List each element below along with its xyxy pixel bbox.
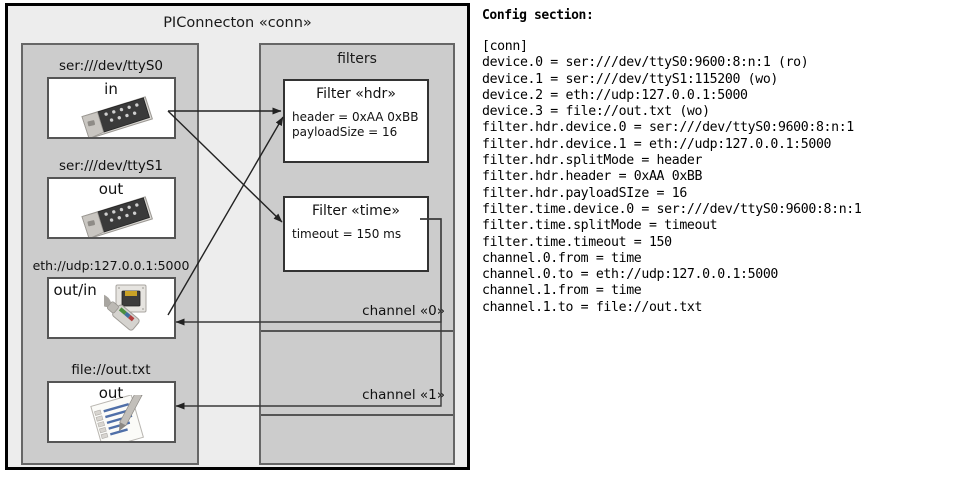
filter-property: payloadSize = 16 bbox=[292, 125, 398, 139]
config-lines: [conn]device.0 = ser:///dev/ttyS0:9600:8… bbox=[482, 39, 960, 316]
config-line: filter.hdr.payloadSIze = 16 bbox=[482, 185, 687, 201]
piconnecton-component-frame: PIConnecton «conn» ser:///dev/ttyS0 in bbox=[5, 3, 470, 470]
config-section: Config section: [conn]device.0 = ser:///… bbox=[482, 8, 960, 316]
config-line: filter.hdr.splitMode = header bbox=[482, 153, 703, 169]
channel-label-0: channel «0» bbox=[362, 303, 445, 319]
filter-property: timeout = 150 ms bbox=[292, 227, 402, 241]
serial-port-icon bbox=[80, 96, 153, 137]
device-label: ser:///dev/ttyS0 bbox=[59, 58, 163, 74]
device-box-ttyS0[interactable]: in bbox=[46, 77, 176, 139]
ethernet-jack-icon bbox=[103, 284, 146, 331]
config-line: [conn] bbox=[482, 39, 528, 54]
device-group-eth: eth://udp:127.0.0.1:5000 out/in bbox=[31, 257, 191, 339]
device-label: eth://udp:127.0.0.1:5000 bbox=[32, 258, 190, 273]
config-line: filter.time.timeout = 150 bbox=[482, 234, 672, 250]
filter-property: header = 0xAA 0xBB bbox=[292, 110, 419, 124]
device-group-ttyS1: ser:///dev/ttyS1 out bbox=[31, 157, 191, 239]
channel-separator-0 bbox=[261, 330, 453, 332]
filters-panel: filters Filter «hdr» header = 0xAA 0xBB … bbox=[259, 43, 455, 465]
device-direction-label: out bbox=[98, 180, 124, 198]
config-line: device.1 = ser:///dev/ttyS1:115200 (wo) bbox=[482, 71, 778, 87]
channel-separator-1 bbox=[261, 414, 453, 416]
config-line: channel.1.to = file://out.txt bbox=[482, 299, 703, 315]
device-group-ttyS0: ser:///dev/ttyS0 in bbox=[31, 57, 191, 139]
channel-label-1: channel «1» bbox=[362, 387, 445, 403]
device-box-ttyS1[interactable]: out bbox=[46, 177, 176, 239]
device-direction-label: out/in bbox=[53, 281, 97, 299]
component-title: PIConnecton «conn» bbox=[163, 15, 312, 31]
device-box-eth[interactable]: out/in bbox=[46, 277, 176, 339]
filter-properties: header = 0xAA 0xBB payloadSize = 16 bbox=[285, 102, 427, 147]
config-line: device.3 = file://out.txt (wo) bbox=[482, 104, 710, 120]
device-label: file://out.txt bbox=[71, 362, 151, 378]
filter-box-hdr[interactable]: Filter «hdr» header = 0xAA 0xBB payloadS… bbox=[283, 79, 429, 163]
filter-box-time[interactable]: Filter «time» timeout = 150 ms bbox=[283, 196, 429, 272]
filter-properties: timeout = 150 ms bbox=[285, 219, 427, 249]
device-direction-label: in bbox=[104, 80, 118, 98]
serial-port-icon bbox=[80, 196, 153, 237]
device-direction-label: out bbox=[98, 384, 124, 402]
filter-title: Filter «hdr» bbox=[316, 86, 396, 102]
config-line: filter.hdr.device.0 = ser:///dev/ttyS0:9… bbox=[482, 120, 854, 136]
device-label: ser:///dev/ttyS1 bbox=[59, 158, 163, 174]
config-line: channel.1.from = time bbox=[482, 283, 642, 299]
config-line: filter.hdr.header = 0xAA 0xBB bbox=[482, 169, 703, 185]
config-line: device.0 = ser:///dev/ttyS0:9600:8:n:1 (… bbox=[482, 55, 809, 71]
config-line: filter.time.device.0 = ser:///dev/ttyS0:… bbox=[482, 201, 862, 217]
filter-title: Filter «time» bbox=[312, 203, 400, 219]
devices-panel: ser:///dev/ttyS0 in bbox=[21, 43, 199, 465]
device-group-file: file://out.txt out bbox=[31, 361, 191, 443]
text-file-icon bbox=[89, 395, 144, 441]
config-heading: Config section: bbox=[482, 8, 594, 23]
config-line: filter.time.splitMode = timeout bbox=[482, 218, 718, 234]
filters-panel-title: filters bbox=[337, 51, 377, 67]
config-line: channel.0.from = time bbox=[482, 250, 642, 266]
config-line: device.2 = eth://udp:127.0.0.1:5000 bbox=[482, 87, 748, 103]
config-line: channel.0.to = eth://udp:127.0.0.1:5000 bbox=[482, 267, 778, 283]
device-box-file[interactable]: out bbox=[46, 381, 176, 443]
config-line: filter.hdr.device.1 = eth://udp:127.0.0.… bbox=[482, 136, 832, 152]
